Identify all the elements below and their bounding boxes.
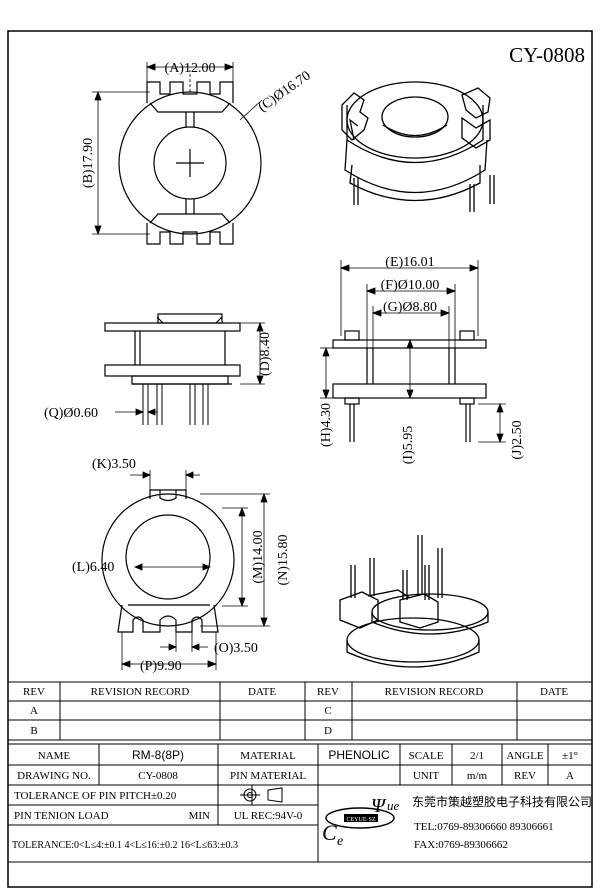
- dim-l: (L)6.40: [72, 560, 114, 575]
- dim-i: (I)5.95: [401, 426, 416, 465]
- revision-record-header-left: REVISION RECORD: [91, 686, 190, 698]
- angle-label: ANGLE: [506, 750, 544, 762]
- logo-letter-c: C: [322, 820, 337, 845]
- bottom-view: [101, 489, 235, 633]
- side-view: [104, 313, 241, 425]
- logo-letters-ue: ue: [387, 798, 400, 813]
- angle-value: ±1°: [562, 750, 578, 762]
- title-block: [7, 743, 593, 863]
- drawing-no-label: DRAWING NO.: [17, 770, 91, 782]
- side-view-dims: [115, 321, 265, 416]
- pin-material-label: PIN MATERIAL: [230, 770, 306, 782]
- dim-e: (E)16.01: [385, 255, 434, 270]
- iso-view-top: [341, 81, 495, 212]
- date-header-right: DATE: [540, 686, 568, 698]
- tolerance-pin-pitch: TOLERANCE OF PIN PITCH±0.20: [14, 790, 177, 802]
- drawing-title: CY-0808: [509, 43, 585, 67]
- section-view-dims: [320, 260, 506, 444]
- material-label: MATERIAL: [240, 750, 296, 762]
- rev-header-right: REV: [317, 686, 339, 698]
- iso-view-bottom: [339, 535, 489, 668]
- dim-p: (P)9.90: [140, 659, 182, 674]
- dim-f: (F)Ø10.00: [381, 278, 440, 293]
- date-header-left: DATE: [248, 686, 276, 698]
- rev-header-left: REV: [23, 686, 45, 698]
- logo-band-text: CEYUE·SZ: [347, 817, 376, 823]
- dim-g: (G)Ø8.80: [383, 300, 437, 315]
- tolerance-general: TOLERANCE:0<L≤4:±0.1 4<L≤16:±0.2 16<L≤63…: [12, 840, 238, 851]
- scale-label: SCALE: [409, 750, 444, 762]
- unit-label: UNIT: [413, 770, 440, 782]
- revision-record-header-right: REVISION RECORD: [385, 686, 484, 698]
- dim-k: (K)3.50: [92, 457, 136, 472]
- rev-value: A: [566, 770, 574, 782]
- name-label: NAME: [38, 750, 71, 762]
- dim-o: (O)3.50: [214, 641, 258, 656]
- dim-h: (H)4.30: [319, 403, 334, 447]
- pin-tension-label: PIN TENION LOAD: [14, 810, 109, 822]
- sheet-border: [7, 30, 593, 888]
- top-view-dims: [92, 62, 263, 236]
- name-value: RM-8(8P): [132, 748, 184, 762]
- scale-value: 2/1: [470, 750, 484, 762]
- company-logo: CEYUE·SZ C e Ψ ue: [322, 795, 400, 849]
- rev-row-c: C: [324, 705, 331, 717]
- bottom-view-dims: [120, 470, 270, 670]
- top-view: [118, 81, 262, 245]
- logo-letter-psi: Ψ: [371, 795, 387, 817]
- rev-row-b: B: [30, 725, 37, 737]
- dim-c: (C)Ø16.70: [256, 68, 314, 115]
- revision-table: [7, 681, 593, 741]
- rev-row-d: D: [324, 725, 332, 737]
- section-view: [332, 330, 487, 442]
- company-fax: FAX:0769-89306662: [414, 839, 508, 851]
- dim-j: (J)2.50: [510, 420, 525, 459]
- dim-b: (B)17.90: [81, 138, 96, 188]
- logo-letter-e: e: [337, 834, 343, 849]
- dim-d: (D)8.40: [258, 332, 273, 376]
- drawing-no-value: CY-0808: [138, 770, 178, 782]
- company-name: 东莞市策越塑胶电子科技有限公司: [412, 794, 592, 809]
- dim-n: (N)15.80: [276, 535, 291, 586]
- dim-m: (M)14.00: [251, 530, 266, 583]
- rev-row-a: A: [30, 705, 38, 717]
- min-label: MIN: [189, 810, 210, 822]
- rev-label: REV: [514, 770, 536, 782]
- dim-q: (Q)Ø0.60: [44, 406, 98, 421]
- unit-value: m/m: [467, 770, 488, 782]
- dim-a: (A)12.00: [165, 61, 216, 76]
- projection-symbol-icon: [240, 787, 283, 803]
- company-tel: TEL:0769-89306660 89306661: [414, 821, 554, 833]
- ul-rec: UL REC:94V-0: [234, 810, 303, 822]
- material-value: PHENOLIC: [328, 748, 390, 762]
